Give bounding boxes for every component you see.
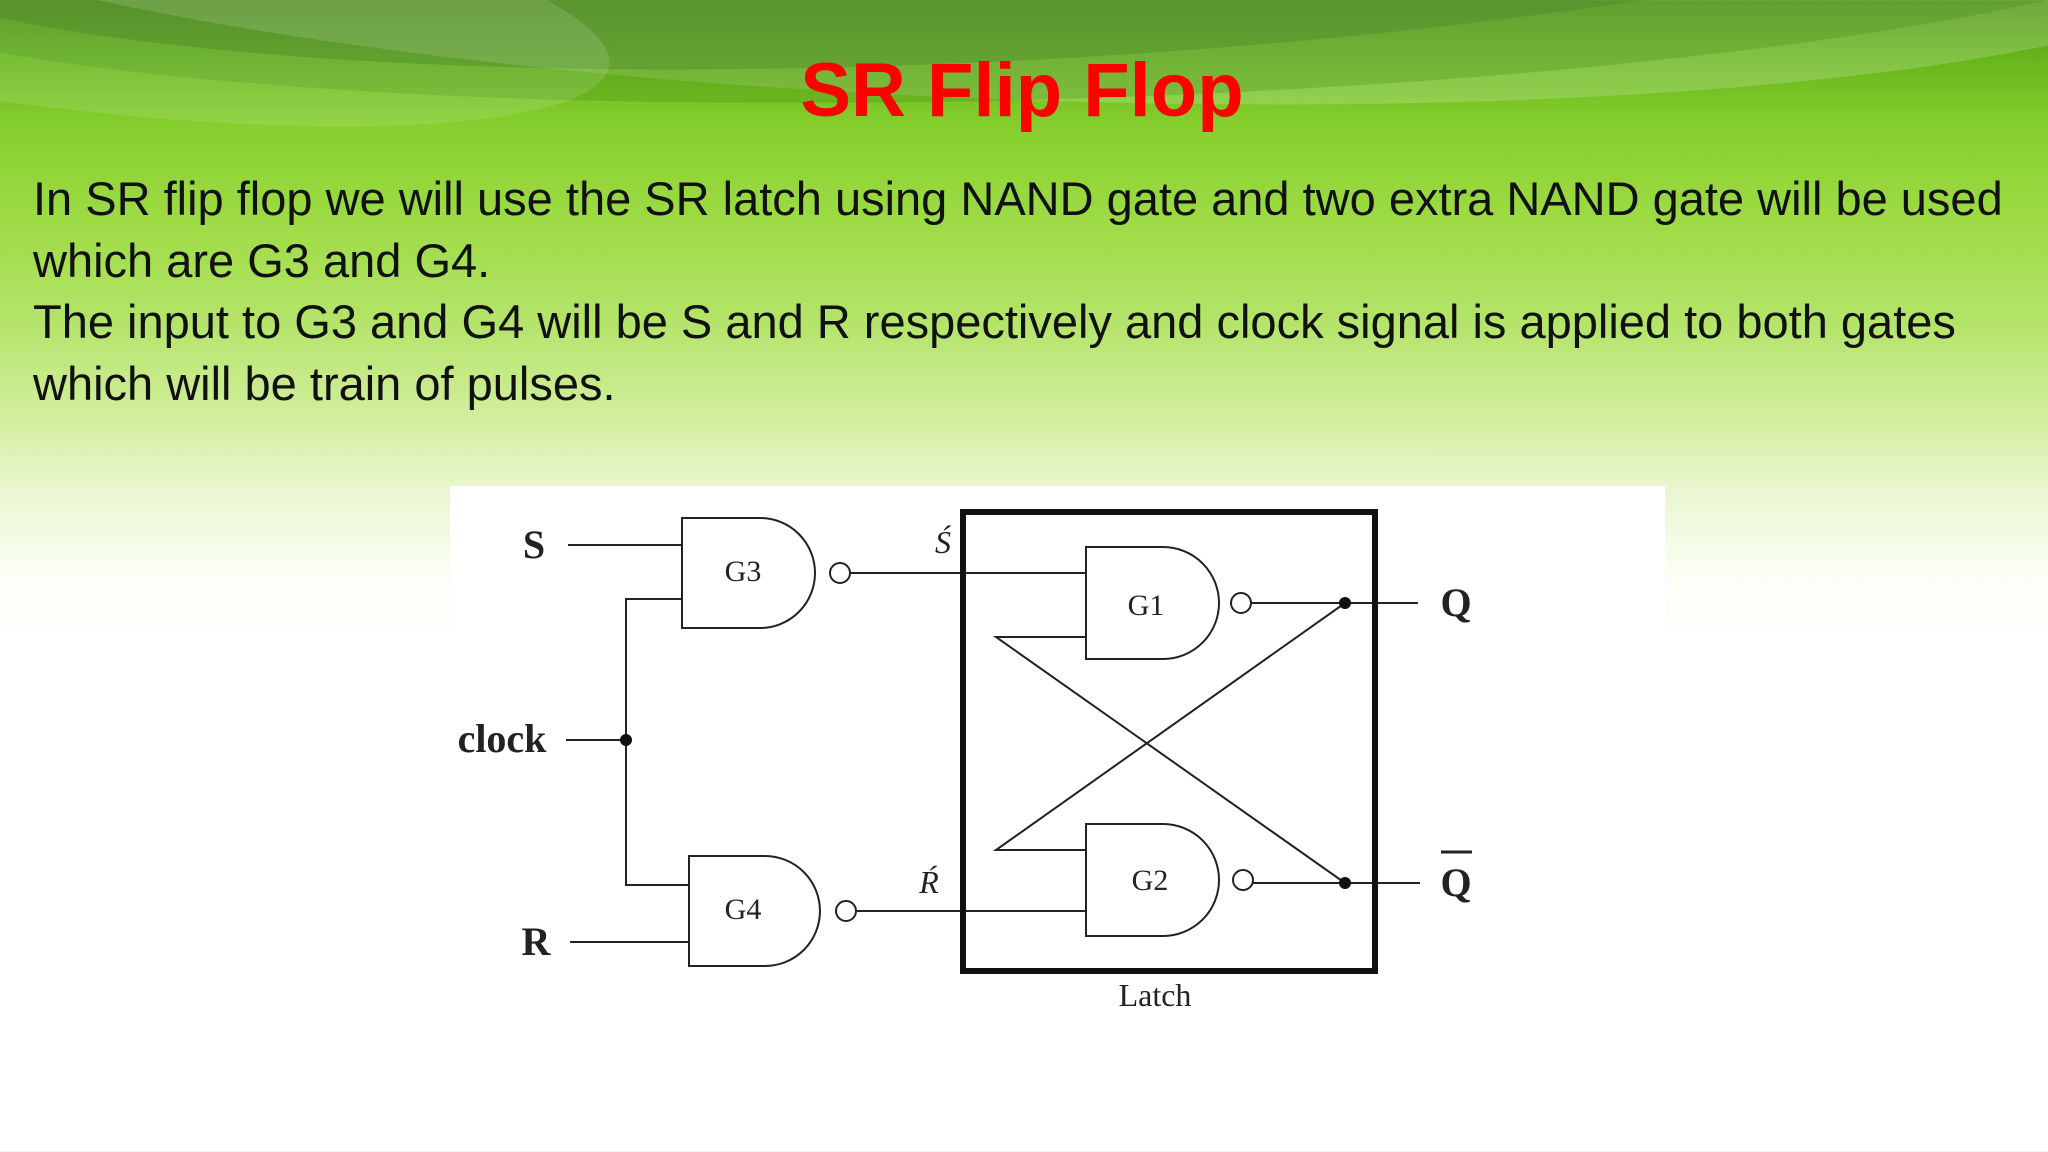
- wire-cross-q-to-g2: [992, 602, 1346, 851]
- junction-dot-qbar: [1339, 877, 1351, 889]
- slide-title-text: SR Flip Flop: [800, 48, 1244, 133]
- label-g4: G4: [725, 893, 762, 926]
- junction-dot-clock: [620, 734, 632, 746]
- gate-g2: [1085, 823, 1220, 937]
- label-q-output: Q: [1440, 580, 1471, 625]
- label-s-input: S: [523, 522, 545, 567]
- label-clock-input: clock: [458, 716, 548, 761]
- label-g3: G3: [725, 555, 762, 588]
- latch-box: [960, 509, 1378, 974]
- label-latch: Latch: [1119, 977, 1192, 1013]
- gate-g3-bubble: [829, 562, 851, 584]
- slide-title: SR Flip Flop: [0, 46, 2048, 136]
- junction-dot-q: [1339, 597, 1351, 609]
- circuit-svg: S clock R G3 G4 G1 G2 Ś Ŕ Q Q Latch: [450, 486, 1665, 1031]
- wire-cross-qbar-to-g1: [992, 636, 1346, 884]
- gate-g2-bubble: [1232, 869, 1254, 891]
- label-r-input: R: [522, 919, 552, 964]
- paragraph-intro: In SR flip flop we will use the SR latch…: [33, 172, 2003, 287]
- paragraph-inputs: The input to G3 and G4 will be S and R r…: [33, 295, 1956, 410]
- sr-flip-flop-diagram: S clock R G3 G4 G1 G2 Ś Ŕ Q Q Latch: [450, 486, 1665, 1031]
- label-r-prime: Ŕ: [918, 864, 939, 900]
- label-g2: G2: [1132, 864, 1169, 897]
- label-qbar-output: Q: [1440, 860, 1471, 905]
- gate-g1: [1085, 546, 1220, 660]
- gate-g4-bubble: [835, 900, 857, 922]
- diagram-background: [450, 486, 1665, 1031]
- gate-g3: [681, 517, 816, 629]
- label-s-prime: Ś: [935, 524, 951, 560]
- gate-g1-bubble: [1230, 592, 1252, 614]
- slide-body: In SR flip flop we will use the SR latch…: [33, 168, 2013, 414]
- label-g1: G1: [1128, 589, 1165, 622]
- gate-g4: [688, 855, 821, 967]
